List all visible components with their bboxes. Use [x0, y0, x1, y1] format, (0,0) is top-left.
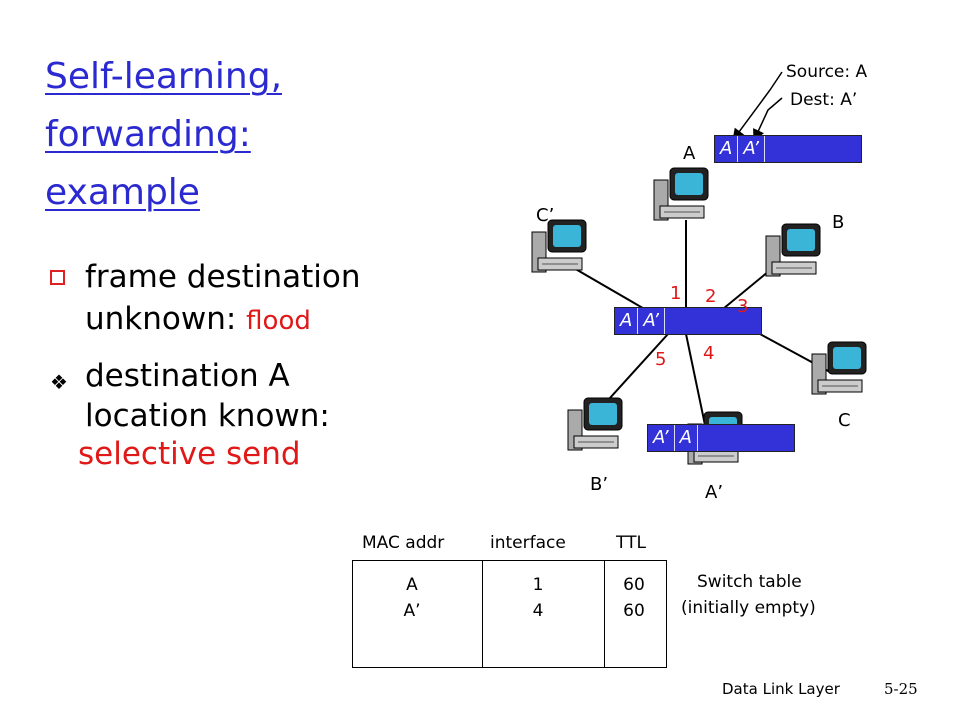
link-A-prime: [685, 333, 706, 426]
host-A-prime-label: A’: [705, 482, 724, 503]
bullet-1-line-1: frame destination: [85, 259, 361, 295]
frame-top: A A’: [714, 135, 862, 163]
title-line-2: forwarding:: [45, 114, 251, 155]
host-C-computer-icon: [811, 341, 867, 395]
table-cell: 1: [532, 575, 544, 595]
square-bullet-icon: [50, 270, 65, 285]
table-header-interface: interface: [490, 533, 566, 553]
bullet-2-line-1: destination A: [85, 358, 290, 394]
footer-page-number: 5-25: [884, 680, 918, 698]
bullet-1-prefix: unknown:: [85, 301, 247, 337]
interface-2-label: 2: [705, 286, 717, 307]
title-line-1: Self-learning,: [45, 56, 283, 97]
host-C-prime-computer-icon: [531, 219, 587, 273]
host-C-prime-label: C’: [536, 205, 555, 226]
bullet-2-highlight: selective send: [78, 436, 301, 472]
table-header-mac: MAC addr: [362, 533, 445, 553]
switch-table: [352, 560, 667, 668]
slide-title: Self-learning, forwarding: example: [45, 48, 405, 222]
source-arrow: [732, 71, 783, 141]
host-B-prime-computer-icon: [567, 397, 623, 451]
table-cell: 60: [623, 601, 645, 621]
table-cell: 60: [623, 575, 645, 595]
table-cell: A’: [403, 601, 421, 621]
table-caption-line-1: Switch table: [697, 572, 802, 592]
table-header-ttl: TTL: [616, 533, 646, 553]
table-cell: A: [406, 575, 418, 595]
table-divider: [482, 560, 483, 668]
frame-bottom: A’ A: [647, 424, 795, 452]
bullet-1-line-2: unknown: flood: [85, 300, 311, 340]
table-cell: 4: [532, 601, 544, 621]
interface-3-label: 3: [737, 296, 749, 317]
source-label: Source: A: [786, 62, 868, 82]
diamond-bullet-icon: ❖: [50, 370, 68, 394]
dest-arrow: [753, 97, 783, 142]
footer-label: Data Link Layer: [722, 680, 840, 698]
bullet-2-line-2: location known:: [85, 398, 330, 434]
host-B-label: B: [832, 212, 845, 233]
host-A-computer-icon: [653, 167, 709, 221]
dest-label: Dest: A’: [790, 90, 858, 110]
frame-bottom-field-2: A: [675, 425, 698, 451]
interface-1-label: 1: [670, 283, 682, 304]
host-B-prime-label: B’: [590, 474, 609, 495]
interface-4-label: 4: [703, 343, 715, 364]
host-A-label: A: [683, 143, 696, 164]
table-caption-line-2: (initially empty): [681, 598, 816, 618]
frame-top-field-1: A: [715, 136, 739, 162]
frame-bottom-field-1: A’: [648, 425, 675, 451]
frame-top-field-2: A’: [738, 136, 765, 162]
table-divider: [604, 560, 605, 668]
title-line-3: example: [45, 172, 200, 213]
host-B-computer-icon: [765, 223, 821, 277]
bullet-1-highlight: flood: [246, 306, 311, 336]
switch-frame-field-1: A: [615, 308, 639, 334]
switch-frame-field-2: A’: [638, 308, 665, 334]
interface-5-label: 5: [655, 349, 667, 370]
host-C-label: C: [838, 410, 851, 431]
switch-frame: A A’: [614, 307, 762, 335]
